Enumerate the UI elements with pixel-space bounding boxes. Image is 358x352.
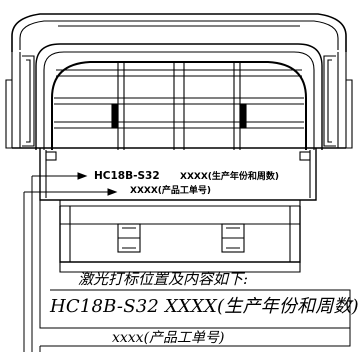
leader-lines <box>23 172 351 352</box>
marking-order-text: XXXX(产品工单号) <box>130 184 211 196</box>
marking-band <box>39 148 317 207</box>
note-marking-line-2: xxxx(产品工单号) <box>112 330 225 346</box>
note-heading: 激光打标位置及内容如下: <box>78 270 249 288</box>
lower-body <box>59 206 301 273</box>
marking-code-text: HC18B-S32 <box>94 170 160 182</box>
marking-date-text: XXXX(生产年份和周数) <box>180 170 279 182</box>
housing-shell <box>5 13 353 149</box>
note-marking-line-1: HC18B-S32 XXXX(生产年份和周数) <box>50 296 358 317</box>
central-frame <box>22 43 336 150</box>
